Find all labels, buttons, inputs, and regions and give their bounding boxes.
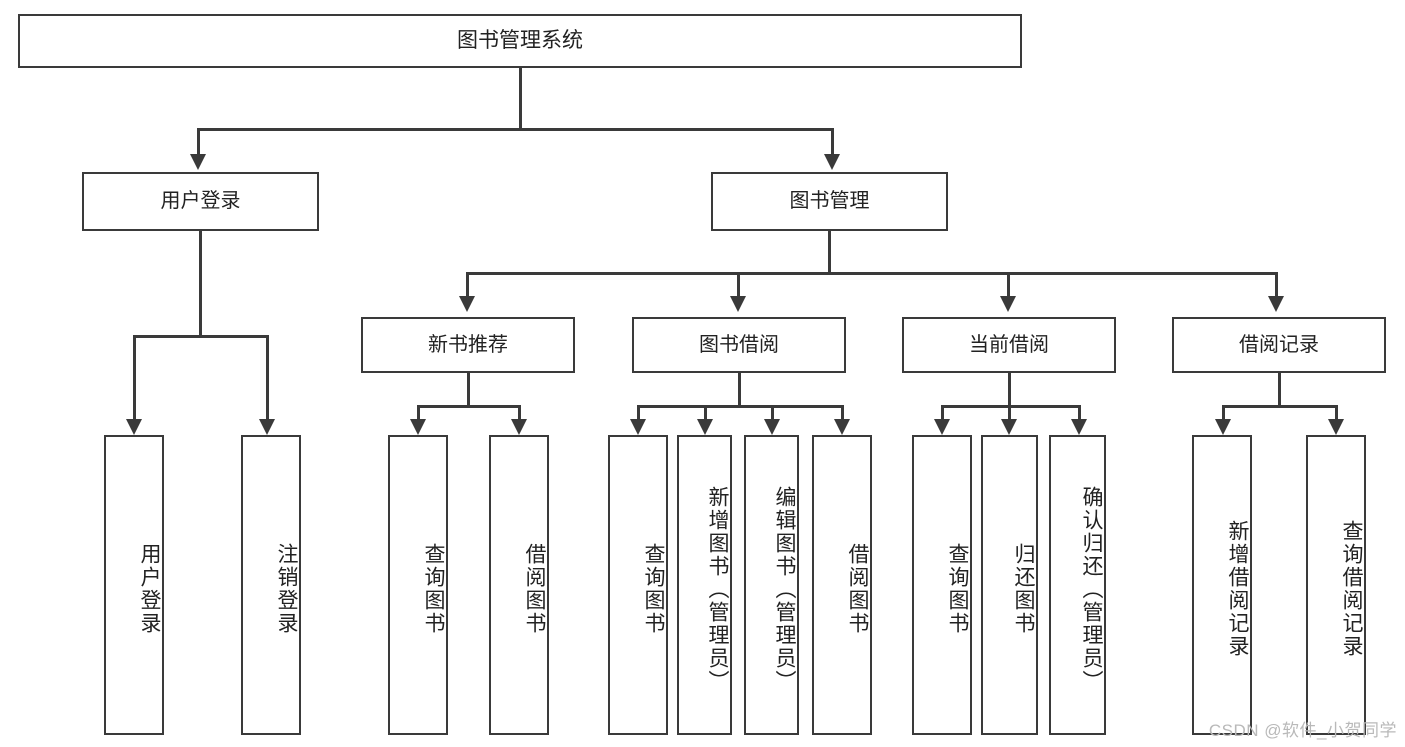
leaf-new-book-2[interactable]: 借阅图书: [489, 435, 549, 735]
leaf-book-borrow-3[interactable]: 编辑图书（管理员）: [744, 435, 799, 735]
arrow-to-new-book: [459, 296, 475, 312]
arrow-to-book-mgmt: [824, 154, 840, 170]
edge-book-mgmt-bus: [466, 272, 1278, 275]
edge-to-new-book: [466, 272, 469, 298]
leaf-current-borrow-2[interactable]: 归还图书: [981, 435, 1038, 735]
edge-current-borrow-down: [1008, 373, 1011, 407]
edge-root-bus: [197, 128, 834, 131]
edge-user-login-bus: [133, 335, 269, 338]
arrow-book-borrow-c2: [697, 419, 713, 435]
edge-to-current-borrow: [1007, 272, 1010, 298]
node-book-management[interactable]: 图书管理: [711, 172, 948, 231]
node-current-borrow[interactable]: 当前借阅: [902, 317, 1116, 373]
edge-to-book-borrow: [737, 272, 740, 298]
node-current-borrow-label: 当前借阅: [969, 333, 1049, 356]
edge-new-book-bus: [417, 405, 521, 408]
edge-current-borrow-bus: [941, 405, 1081, 408]
leaf-label: 查询图书: [946, 543, 969, 635]
leaf-current-borrow-3[interactable]: 确认归还（管理员）: [1049, 435, 1106, 735]
leaf-label: 新增图书（管理员）: [706, 485, 729, 693]
node-book-borrow[interactable]: 图书借阅: [632, 317, 846, 373]
leaf-book-borrow-4[interactable]: 借阅图书: [812, 435, 872, 735]
edge-new-book-down: [467, 373, 470, 407]
leaf-label: 查询图书: [422, 543, 445, 635]
edge-current-borrow-c3: [1078, 405, 1081, 419]
leaf-label: 确认归还（管理员）: [1080, 485, 1103, 693]
arrow-current-borrow-c1: [934, 419, 950, 435]
leaf-current-borrow-1[interactable]: 查询图书: [912, 435, 972, 735]
arrow-to-user-login: [190, 154, 206, 170]
node-borrow-record[interactable]: 借阅记录: [1172, 317, 1386, 373]
edge-borrow-record-down: [1278, 373, 1281, 407]
edge-borrow-record-bus: [1222, 405, 1338, 408]
edge-user-login-leaf1: [133, 335, 136, 419]
leaf-user-login-1[interactable]: 用户登录: [104, 435, 164, 735]
edge-book-borrow-bus: [637, 405, 844, 408]
leaf-borrow-record-1[interactable]: 新增借阅记录: [1192, 435, 1252, 735]
node-new-book-recommend-label: 新书推荐: [428, 333, 508, 356]
edge-root-to-book-mgmt: [831, 128, 834, 154]
arrow-user-login-leaf2: [259, 419, 275, 435]
edge-book-borrow-c2: [704, 405, 707, 419]
node-root[interactable]: 图书管理系统: [18, 14, 1022, 68]
leaf-borrow-record-2[interactable]: 查询借阅记录: [1306, 435, 1366, 735]
leaf-label: 借阅图书: [523, 543, 546, 635]
node-new-book-recommend[interactable]: 新书推荐: [361, 317, 575, 373]
node-root-label: 图书管理系统: [457, 28, 583, 52]
arrow-to-current-borrow: [1000, 296, 1016, 312]
leaf-label: 新增借阅记录: [1226, 520, 1249, 658]
edge-book-borrow-c1: [637, 405, 640, 419]
leaf-new-book-1[interactable]: 查询图书: [388, 435, 448, 735]
leaf-book-borrow-1[interactable]: 查询图书: [608, 435, 668, 735]
edge-borrow-record-c1: [1222, 405, 1225, 419]
leaf-label: 归还图书: [1012, 543, 1035, 635]
arrow-user-login-leaf1: [126, 419, 142, 435]
leaf-label: 查询图书: [642, 543, 665, 635]
leaf-user-login-2[interactable]: 注销登录: [241, 435, 301, 735]
edge-book-borrow-c3: [771, 405, 774, 419]
edge-user-login-leaf2: [266, 335, 269, 419]
arrow-to-borrow-record: [1268, 296, 1284, 312]
node-book-borrow-label: 图书借阅: [699, 333, 779, 356]
arrow-book-borrow-c3: [764, 419, 780, 435]
edge-book-borrow-down: [738, 373, 741, 407]
arrow-borrow-record-c1: [1215, 419, 1231, 435]
arrow-book-borrow-c1: [630, 419, 646, 435]
leaf-label: 注销登录: [275, 543, 298, 635]
node-user-login[interactable]: 用户登录: [82, 172, 319, 231]
watermark-text: CSDN @软件_小贺同学: [1208, 721, 1397, 740]
edge-root-down: [519, 68, 522, 130]
arrow-to-book-borrow: [730, 296, 746, 312]
edge-root-to-user-login: [197, 128, 200, 154]
edge-new-book-c2: [518, 405, 521, 419]
node-user-login-label: 用户登录: [160, 190, 241, 212]
arrow-new-book-c2: [511, 419, 527, 435]
node-borrow-record-label: 借阅记录: [1239, 333, 1319, 356]
arrow-new-book-c1: [410, 419, 426, 435]
arrow-book-borrow-c4: [834, 419, 850, 435]
leaf-book-borrow-2[interactable]: 新增图书（管理员）: [677, 435, 732, 735]
node-book-management-label: 图书管理: [789, 190, 870, 212]
edge-book-mgmt-down: [828, 231, 831, 275]
edge-borrow-record-c2: [1335, 405, 1338, 419]
edge-book-borrow-c4: [841, 405, 844, 419]
leaf-label: 用户登录: [138, 543, 161, 635]
edge-current-borrow-c2: [1008, 405, 1011, 419]
edge-to-borrow-record: [1275, 272, 1278, 298]
edge-new-book-c1: [417, 405, 420, 419]
leaf-label: 编辑图书（管理员）: [773, 485, 796, 693]
arrow-current-borrow-c3: [1071, 419, 1087, 435]
arrow-borrow-record-c2: [1328, 419, 1344, 435]
arrow-current-borrow-c2: [1001, 419, 1017, 435]
edge-current-borrow-c1: [941, 405, 944, 419]
leaf-label: 查询借阅记录: [1340, 520, 1363, 658]
leaf-label: 借阅图书: [846, 543, 869, 635]
edge-user-login-down: [199, 231, 202, 337]
